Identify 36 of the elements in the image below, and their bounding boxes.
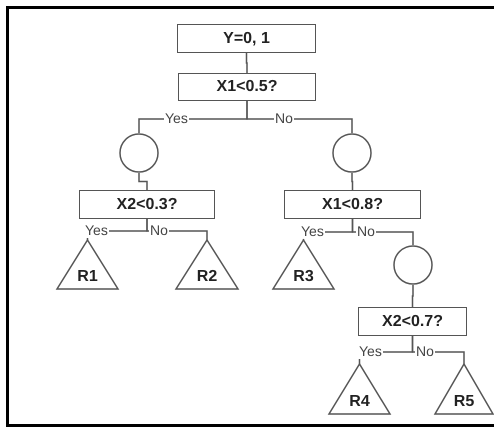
node-text: R2 [196, 268, 218, 286]
chance-circle [332, 133, 372, 173]
leaf-triangle [273, 240, 334, 289]
edge-label: Yes [164, 110, 189, 126]
leaf-triangle [176, 240, 238, 289]
decision-box [177, 24, 316, 53]
chance-circle [393, 245, 433, 285]
connector-line [246, 53, 248, 73]
node-text: X1<0.8? [322, 196, 383, 214]
edge-label: No [356, 223, 376, 239]
connector-line [351, 173, 354, 190]
edge-label: Yes [300, 223, 325, 239]
leaf-triangle [435, 364, 493, 414]
leaf-triangle [329, 364, 390, 414]
leaf-triangle [57, 240, 118, 289]
node-text: Y=0, 1 [223, 30, 270, 48]
node-text: R3 [292, 268, 315, 286]
edge-label: No [149, 222, 169, 238]
connector-line [412, 285, 414, 307]
decision-box [284, 190, 421, 219]
connector-line [138, 173, 148, 190]
chance-circle [119, 133, 159, 173]
edge-label: Yes [358, 343, 383, 359]
decision-box [358, 307, 467, 336]
connector-line [246, 101, 353, 133]
node-text: R5 [452, 393, 476, 411]
node-text: X2<0.3? [116, 196, 178, 214]
node-text: X1<0.5? [216, 78, 278, 96]
decision-box [79, 190, 215, 219]
decision-box [178, 73, 316, 101]
node-text: R1 [76, 268, 99, 286]
node-text: R4 [348, 393, 371, 411]
node-text: X2<0.7? [382, 312, 443, 330]
edge-label: No [415, 343, 435, 359]
edge-label: No [274, 110, 294, 126]
edge-label: Yes [84, 222, 109, 238]
